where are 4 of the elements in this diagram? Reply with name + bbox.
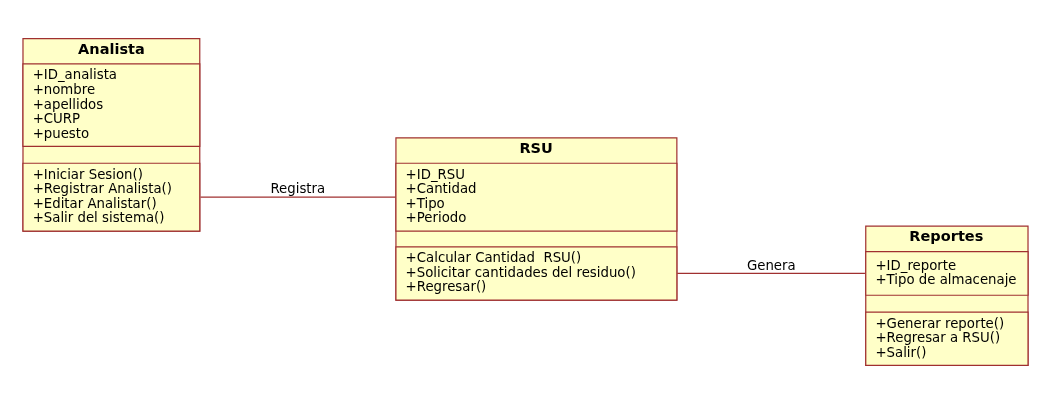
edge-label: Genera xyxy=(746,257,796,273)
edge-label: Registra xyxy=(270,180,326,196)
node-box: +ID_analista +nombre +apellidos +CURP +puesto xyxy=(22,62,201,147)
node-box: +Generar reporte() +Regresar a RSU() +Salir() xyxy=(865,311,1029,366)
